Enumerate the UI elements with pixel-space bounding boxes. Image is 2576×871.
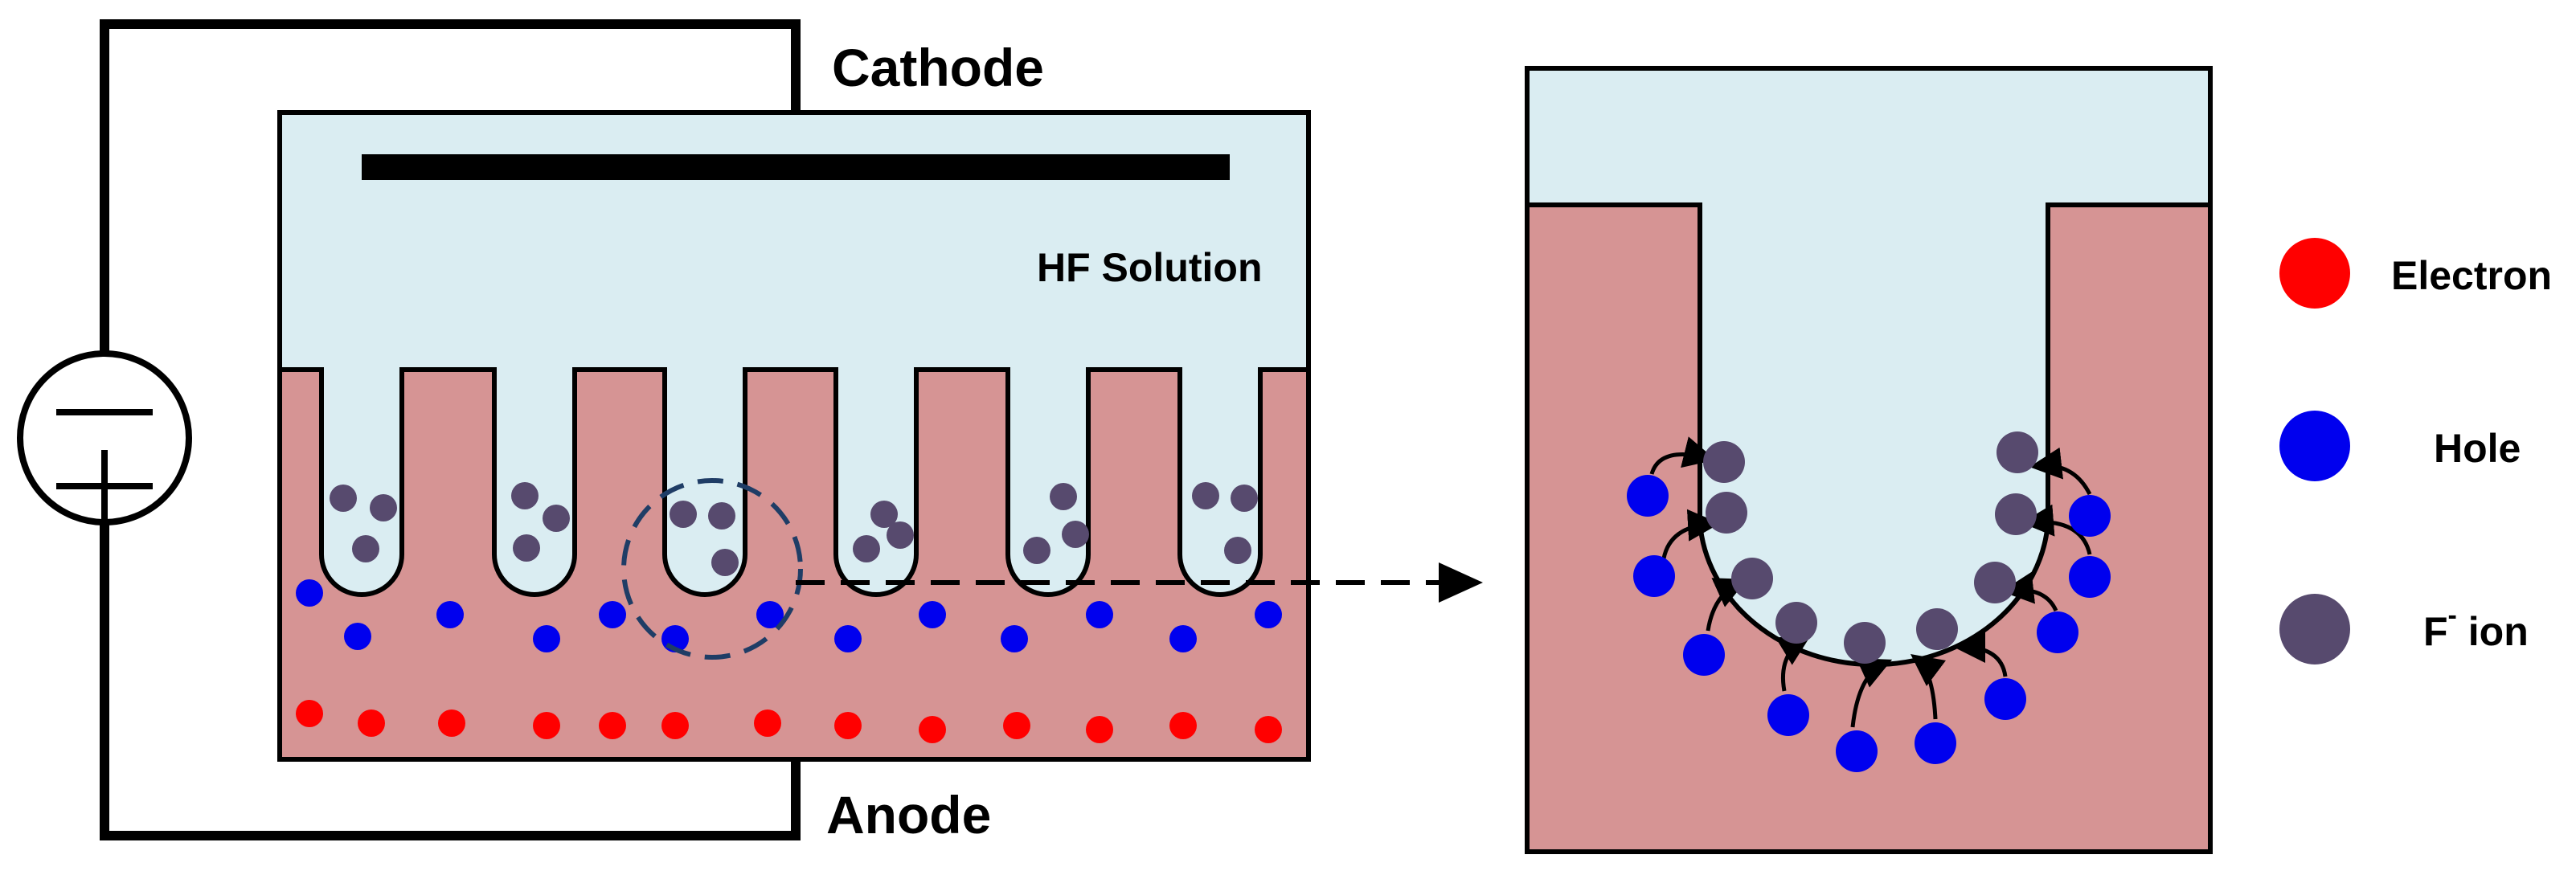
fluoride-ion [543,505,570,532]
anode-label: Anode [826,785,991,844]
fluoride-ion [711,549,739,576]
fluoride-ion [330,485,357,512]
fluoride-ion [670,501,697,528]
fluoride-ion [870,501,898,528]
hole [1683,634,1725,676]
fluoride-ion [1844,622,1886,664]
hole [1633,555,1675,597]
fluoride-ion [1023,537,1050,564]
hole [1086,601,1113,628]
hole [834,625,862,652]
hole [756,601,784,628]
hole [296,579,323,607]
legend-fion-label: F- ion [2423,600,2529,654]
electron [1255,716,1282,743]
fluoride-ion [1974,562,2016,603]
legend-fion-marker [2279,594,2350,664]
circuit-wires [100,19,801,840]
wire-bottom [100,514,801,840]
electron [661,712,689,739]
electron [438,709,465,737]
zoom-region-circle [621,478,803,660]
migration-arrow [1850,658,1893,728]
cathode-electrode [362,154,1230,180]
fluoride-ion [1706,492,1747,534]
wire-top [100,19,801,362]
hole [919,601,946,628]
main-particles [296,482,1282,743]
fluoride-ion [1775,602,1817,644]
fluoride-ion [1997,431,2038,473]
hole [2037,611,2078,653]
zoom-migration-arrows [1649,436,2092,728]
etching-cell [277,110,1311,762]
hole [2069,556,2111,598]
fluoride-ion [511,482,539,509]
hole [1627,475,1669,517]
migration-arrow [2021,504,2092,555]
fluoride-ion [1731,558,1773,599]
zoom-panel [1525,66,2213,854]
hole [599,601,626,628]
hole [436,601,464,628]
legend-fion-symbol: F [2423,609,2448,654]
fluoride-ion [1995,493,2037,535]
hole [1767,694,1809,736]
electron [358,709,385,737]
migration-arrow [1910,653,1946,720]
legend-fion-suffix: ion [2457,609,2529,654]
electron [1169,712,1197,739]
fluoride-ion [853,535,880,562]
hf-solution-label: HF Solution [1037,245,1263,290]
migration-arrow [2029,447,2092,496]
legend-fion-superscript: - [2448,600,2457,631]
fluoride-ion [708,502,735,530]
cathode-label: Cathode [832,38,1044,97]
fluoride-ion [1916,608,1958,650]
hole [1001,625,1028,652]
migration-arrow [1661,509,1720,559]
fluoride-ion [513,534,540,562]
hole [533,625,560,652]
legend-hole-marker [2279,411,2350,481]
hole [2069,495,2111,537]
fluoride-ion [1703,441,1745,483]
legend-hole-label: Hole [2434,426,2521,471]
electron [533,712,560,739]
electron [1003,712,1030,739]
hole [1255,601,1282,628]
hole [1836,730,1878,772]
hole [344,623,371,650]
dashed-arrow-right-icon [796,562,1483,603]
fluoride-ion [1050,483,1077,510]
electron [1086,716,1113,743]
legend-electron-marker [2279,238,2350,309]
fluoride-ion [887,521,914,549]
electron [754,709,781,737]
fluoride-ion [1231,485,1258,512]
hole [1915,722,1956,764]
electron [834,712,862,739]
electron [919,716,946,743]
fluoride-ion [1062,521,1089,548]
fluoride-ion [352,535,379,562]
migration-arrow [1649,436,1716,475]
legend-electron-label: Electron [2391,253,2552,298]
fluoride-ion [1224,537,1251,564]
silicon-substrate [277,367,1311,762]
dc-power-source-icon [17,350,192,525]
fluoride-ion [370,494,397,521]
electron [296,700,323,727]
hole [1984,678,2026,720]
fluoride-ion [1192,482,1219,509]
zoom-particles [1627,431,2111,772]
migration-arrow [1953,631,2008,677]
electron [599,712,626,739]
legend: Electron Hole F- ion [2279,238,2552,664]
hole [1169,625,1197,652]
migration-arrow [2001,571,2058,612]
